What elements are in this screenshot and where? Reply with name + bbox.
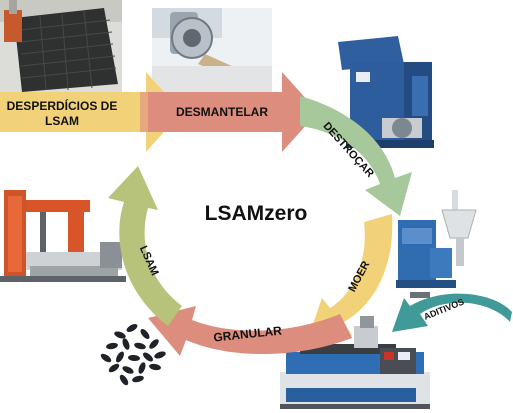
grind-arrow (308, 214, 393, 338)
cycle-title: LSAMzero (205, 202, 308, 225)
arrow-blend (140, 92, 148, 132)
waste-arrow (0, 72, 182, 152)
dismantle-tool-photo (152, 8, 272, 92)
granulate-arrow (148, 306, 352, 356)
granules-photo (100, 324, 166, 386)
shred-arrow (300, 96, 412, 216)
grinder-photo (396, 190, 477, 298)
lsam-waste-photo (0, 0, 122, 92)
dismantle-arrow (146, 72, 318, 152)
dismantle-label: DESMANTELAR (176, 105, 268, 119)
lsam-printer-photo (0, 190, 126, 282)
waste-label-line1: DESPERDÍCIOS DE (7, 98, 118, 113)
shredder-photo (338, 36, 434, 148)
additives-arrow (392, 293, 512, 332)
waste-label-line2: LSAM (45, 114, 79, 128)
print-arrow (108, 166, 182, 326)
extruder-photo (280, 316, 430, 409)
